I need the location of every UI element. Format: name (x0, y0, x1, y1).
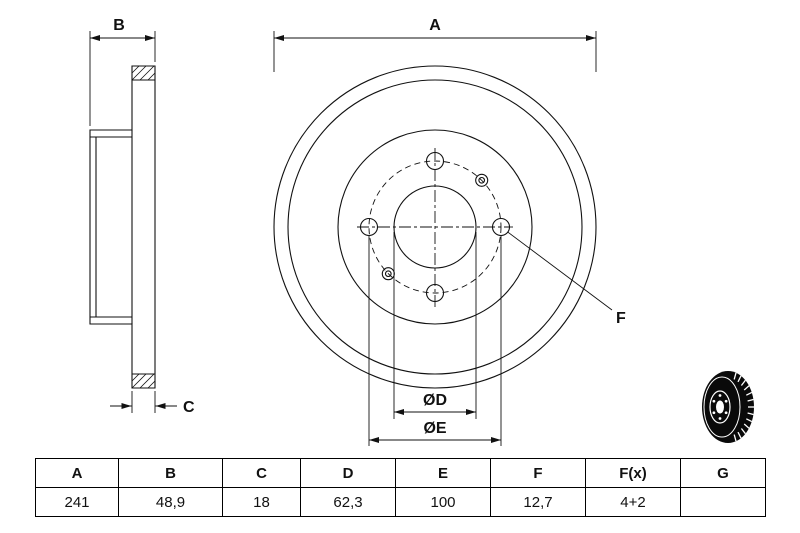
col-header-e: E (395, 458, 491, 488)
section-hatch-top (131, 65, 156, 81)
disc-icon-face-edge (703, 376, 741, 438)
section-hatch-bottom (131, 373, 156, 389)
col-header-d: D (300, 458, 396, 488)
pin-hole-upper-right-outer (475, 173, 489, 187)
col-header-b: B (118, 458, 223, 488)
disc-icon-center-bore (716, 400, 724, 414)
value-a: 241 (35, 487, 119, 517)
disc-icon-body (702, 371, 754, 443)
col-header-c: C (222, 458, 301, 488)
pin-hole-upper-right-inner (478, 176, 486, 184)
front-view (273, 65, 597, 389)
outer-diameter-circle (273, 65, 597, 389)
value-e: 100 (395, 487, 491, 517)
pin-hole-lower-left-inner (384, 270, 392, 278)
disc-icon-bolt-dots (712, 394, 728, 420)
disc-icon-vent-teeth (733, 372, 754, 442)
brake-disc-photo-icon (702, 371, 754, 443)
value-d: 62,3 (300, 487, 396, 517)
dim-c-label: C (183, 399, 195, 416)
value-fx: 4+2 (585, 487, 681, 517)
col-header-a: A (35, 458, 119, 488)
rim-inner-circle (287, 79, 583, 375)
dim-a-label: A (429, 17, 441, 34)
value-g (680, 487, 766, 517)
disc-icon-hub (709, 390, 731, 424)
dim-e-label: ØE (423, 420, 446, 437)
dim-d-label: ØD (423, 392, 447, 409)
value-c: 18 (222, 487, 301, 517)
brake-disc-technical-drawing: A B C ØD ØE F (89, 17, 754, 446)
dimension-table-value-row: 241 48,9 18 62,3 100 12,7 4+2 (35, 487, 766, 517)
col-header-g: G (680, 458, 766, 488)
side-section-view (89, 65, 156, 389)
value-b: 48,9 (118, 487, 223, 517)
value-f: 12,7 (490, 487, 586, 517)
dimension-table-header-row: A B C D E F F(x) G (35, 458, 766, 488)
col-header-fx: F(x) (585, 458, 681, 488)
dimensions (89, 31, 613, 446)
dim-f-label: F (616, 310, 626, 327)
dim-f-leader (507, 231, 613, 311)
dimension-table: A B C D E F F(x) G 241 48,9 18 62,3 100 … (35, 458, 766, 517)
side-profile-outline (89, 65, 156, 389)
col-header-f: F (490, 458, 586, 488)
dim-b-label: B (113, 17, 125, 34)
hat-face-circle (337, 129, 533, 325)
